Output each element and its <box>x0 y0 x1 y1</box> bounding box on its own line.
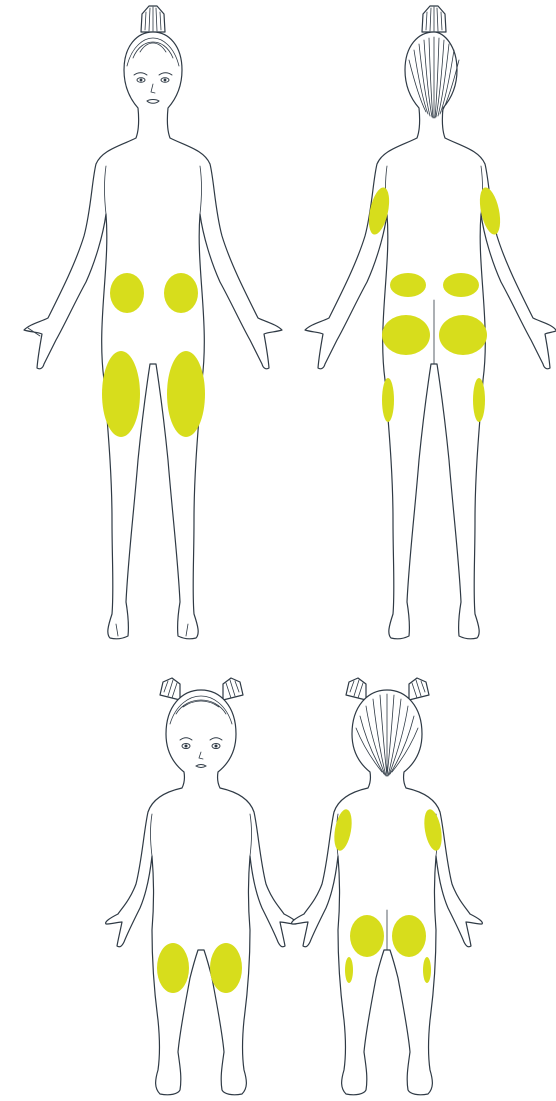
site-outer-thigh-left <box>382 378 394 422</box>
body-outline <box>106 690 297 1095</box>
hair-bun-right-icon <box>223 678 243 700</box>
site-thigh-right <box>210 943 242 993</box>
hair-bun-right-icon <box>409 678 429 700</box>
site-buttock-left <box>382 315 430 355</box>
site-thigh-left <box>157 943 189 993</box>
body-outline <box>24 32 282 639</box>
site-abdomen-right <box>164 273 198 313</box>
site-upper-buttock-left <box>390 273 426 297</box>
site-thigh-right <box>167 351 205 437</box>
site-outer-thigh-right <box>473 378 485 422</box>
hair-bun-left-icon <box>160 678 180 700</box>
site-upper-buttock-right <box>443 273 479 297</box>
site-buttock-left <box>350 915 384 957</box>
body-outline <box>305 32 556 639</box>
hair-bun-icon <box>422 6 446 32</box>
site-outer-thigh-right <box>423 957 431 983</box>
site-thigh-left <box>102 351 140 437</box>
site-abdomen-left <box>110 273 144 313</box>
adult-front-figure <box>24 6 282 639</box>
adult-back-figure <box>305 6 556 639</box>
site-buttock-right <box>392 915 426 957</box>
child-back-figure <box>292 678 483 1095</box>
site-buttock-right <box>439 315 487 355</box>
hair-bun-left-icon <box>346 678 366 700</box>
child-front-figure <box>106 678 297 1095</box>
hair-bun-icon <box>141 6 165 32</box>
site-outer-thigh-left <box>345 957 353 983</box>
